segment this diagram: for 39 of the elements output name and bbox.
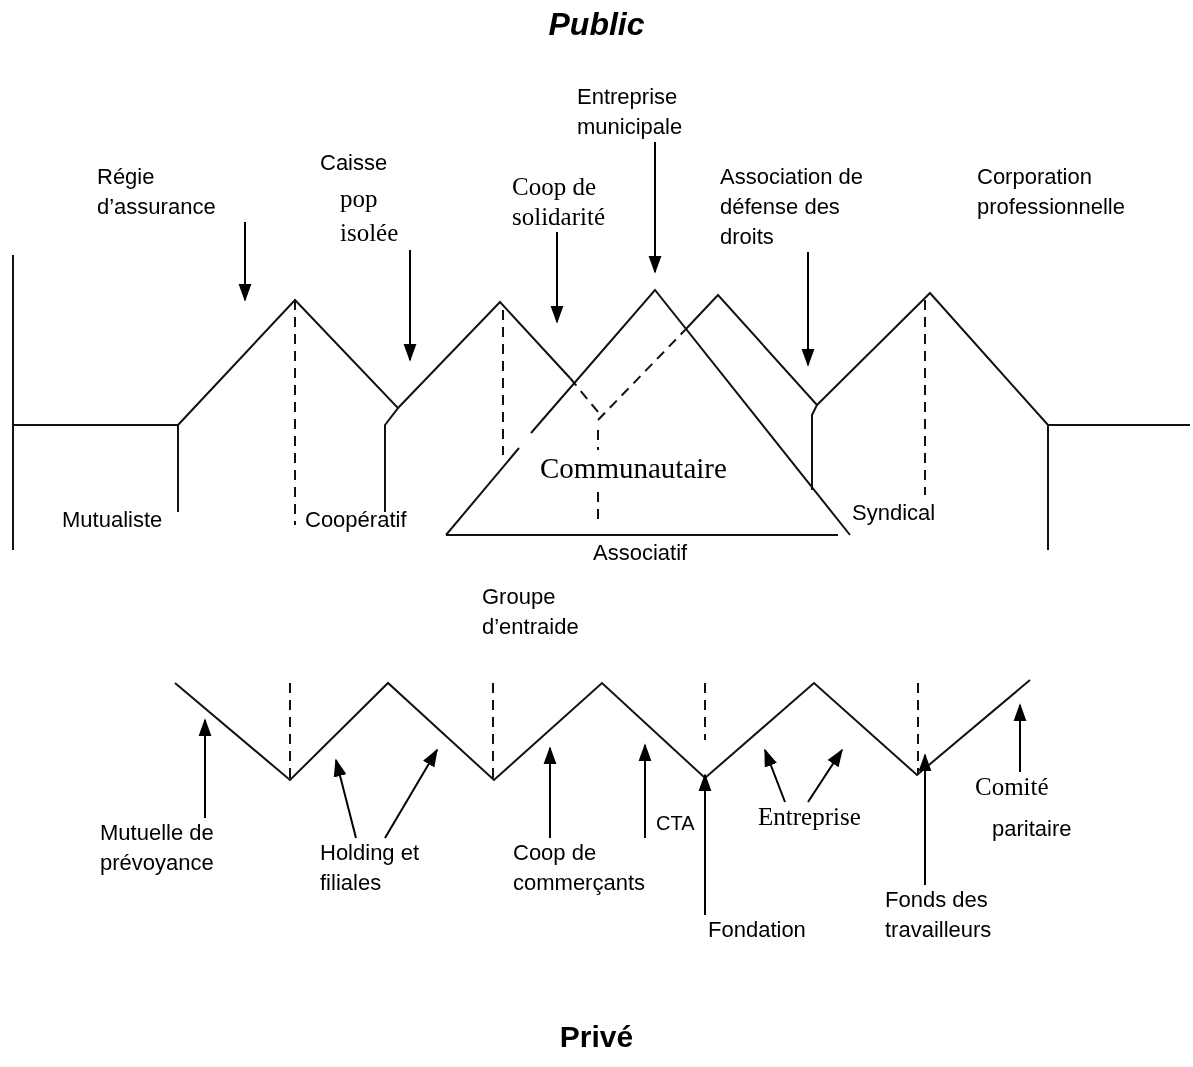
arrow [198, 718, 212, 819]
arrow [801, 251, 815, 367]
label: Associatif [593, 539, 688, 567]
arrow [807, 748, 843, 803]
label: Corporation professionnelle [977, 163, 1126, 221]
arrow [403, 249, 417, 362]
arrow [550, 231, 564, 324]
label: Communautaire [540, 453, 728, 483]
label: Coopératif [305, 506, 407, 534]
arrow [384, 748, 438, 839]
node-label: Coop de solidarité [512, 172, 607, 232]
node-label: pop isolée [340, 184, 400, 248]
node-label: Caisse [320, 149, 389, 177]
arrow [333, 758, 357, 839]
node-label: Régie d’assurance [97, 163, 217, 221]
arrow [238, 221, 252, 302]
caption: Privé [559, 1020, 634, 1053]
node-label: Comité [975, 772, 1050, 802]
label: Groupe d’entraide [482, 583, 580, 641]
node-label: paritaire [992, 815, 1073, 843]
arrow [543, 746, 557, 839]
node-label: Coop de commerçants [513, 839, 647, 897]
arrow [764, 748, 786, 803]
arrow [1013, 703, 1027, 773]
arrow [698, 773, 712, 916]
node-label: Holding et filiales [320, 839, 421, 897]
node-label: Fonds des travailleurs [885, 886, 993, 944]
label: CTA [656, 811, 695, 836]
label: Syndical [852, 499, 936, 527]
node-label: Entreprise [758, 802, 862, 832]
arrow [638, 743, 652, 839]
arrow [918, 753, 932, 886]
arrow [648, 141, 662, 274]
node-label: Fondation [708, 916, 807, 944]
title: Public [548, 6, 645, 42]
node-label: Association de défense des droits [720, 163, 865, 251]
label: Mutualiste [62, 506, 163, 534]
node-label: Entreprise municipale [577, 83, 684, 141]
node-label: Mutuelle de prévoyance [100, 819, 215, 877]
